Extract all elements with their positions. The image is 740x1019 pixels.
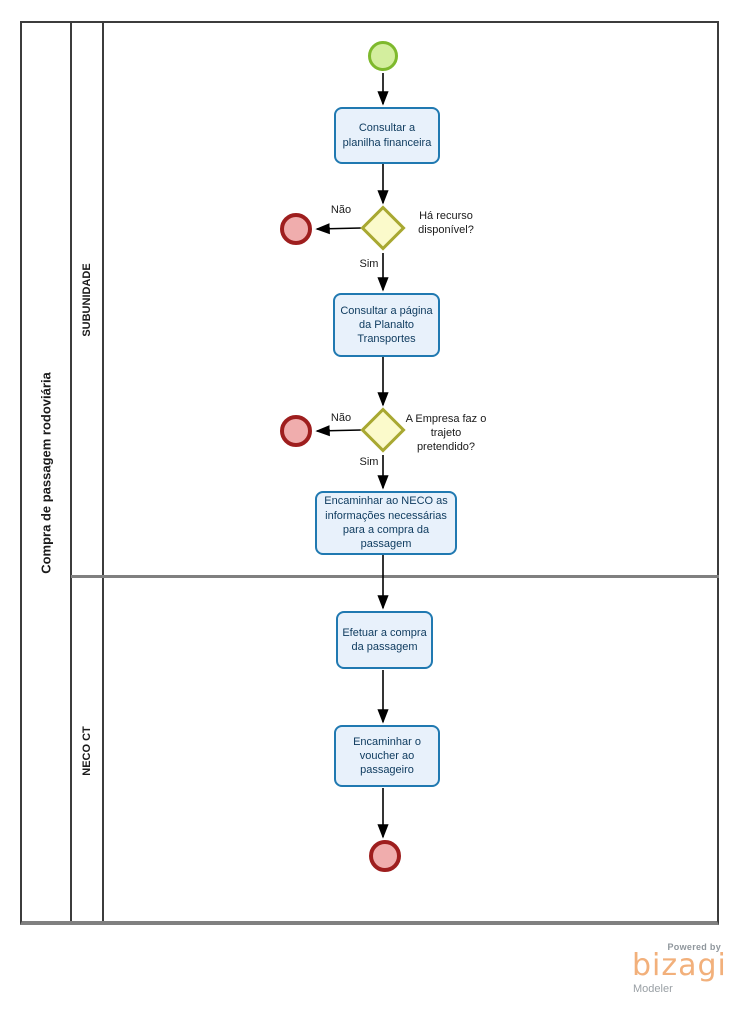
bizagi-logo: Powered by bizagi Modeler bbox=[630, 940, 727, 1000]
lane-divider bbox=[71, 575, 719, 578]
bizagi-wordmark: bizagi bbox=[632, 948, 727, 983]
task-encaminhar-neco: Encaminhar ao NECO as informações necess… bbox=[315, 491, 457, 555]
modeler-label: Modeler bbox=[633, 983, 673, 995]
task-consultar-planilha: Consultar a planilha financeira bbox=[334, 107, 440, 164]
gateway2-yes-label: Sim bbox=[359, 456, 379, 468]
gateway-diamond-icon bbox=[360, 407, 406, 453]
gateway-diamond-icon bbox=[360, 205, 406, 251]
lane-label-divider bbox=[102, 21, 104, 921]
lane-label-neco-ct: NECO CT bbox=[81, 726, 93, 776]
gateway2-question: A Empresa faz o trajeto pretendido? bbox=[405, 413, 487, 453]
process-pool bbox=[20, 21, 719, 925]
lane-label-subunidade: SUBUNIDADE bbox=[81, 263, 93, 337]
powered-by-label: Powered by bbox=[667, 942, 721, 952]
pool-title-divider bbox=[70, 21, 72, 921]
end-event-no-resource bbox=[280, 213, 312, 245]
gateway1-question: Há recurso disponível? bbox=[418, 210, 474, 236]
gateway-empresa-trajeto bbox=[360, 407, 406, 453]
gateway1-no-label: Não bbox=[330, 204, 352, 216]
gateway-recurso-disponivel bbox=[360, 205, 406, 251]
end-event-final bbox=[369, 840, 401, 872]
pool-title: Compra de passagem rodoviária bbox=[38, 372, 54, 574]
start-event bbox=[368, 41, 398, 71]
end-event-no-route bbox=[280, 415, 312, 447]
gateway1-yes-label: Sim bbox=[359, 258, 379, 270]
task-consultar-pagina-planalto: Consultar a página da Planalto Transport… bbox=[333, 293, 440, 357]
gateway2-no-label: Não bbox=[330, 412, 352, 424]
task-encaminhar-voucher: Encaminhar o voucher ao passageiro bbox=[334, 725, 440, 787]
task-efetuar-compra: Efetuar a compra da passagem bbox=[336, 611, 433, 669]
